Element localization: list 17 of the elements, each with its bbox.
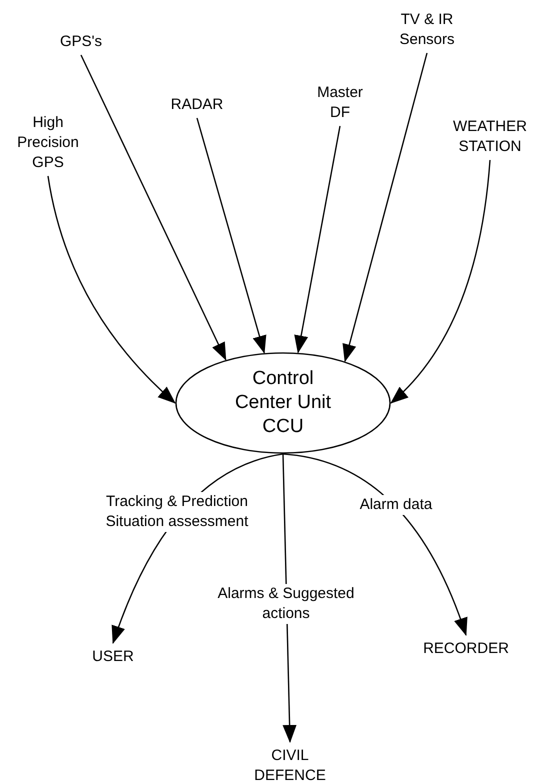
node-label: RADAR [157, 95, 237, 115]
node-label: GPS's [46, 32, 116, 52]
node-label: TV & IR Sensors [387, 10, 467, 50]
node-label: Master DF [310, 83, 370, 123]
arrow [47, 176, 176, 404]
node-label: USER [83, 647, 143, 667]
arrow [294, 126, 341, 354]
arrow [342, 52, 428, 362]
node-label: RECORDER [416, 639, 516, 659]
arrow [196, 118, 266, 354]
node-label: WEATHER STATION [444, 117, 536, 157]
process-ellipse: Control Center Unit CCU [175, 352, 391, 454]
node-label: CIVIL DEFENCE [240, 746, 340, 784]
arrow [80, 54, 226, 361]
node-label: High Precision GPS [8, 113, 88, 173]
arrow [282, 453, 467, 636]
arrow [390, 160, 491, 404]
